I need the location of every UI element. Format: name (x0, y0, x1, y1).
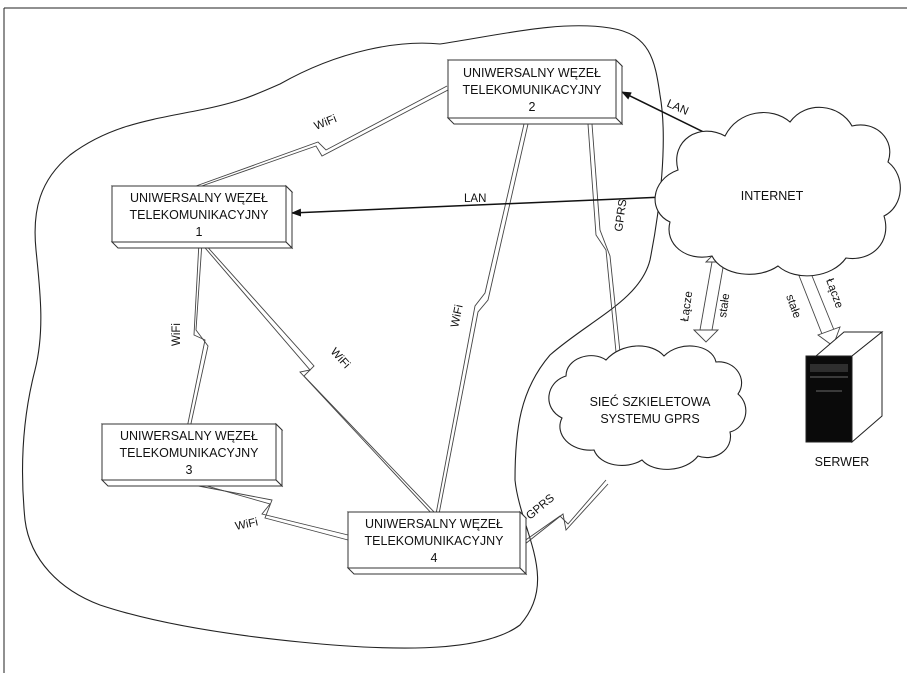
node-2-box (446, 58, 624, 126)
wifi-link-1-2 (195, 85, 449, 189)
lan-label-1: LAN (464, 193, 486, 205)
server-icon (805, 330, 884, 444)
node-1-number: 1 (196, 225, 203, 239)
gprs-backbone-line2: SYSTEMU GPRS (600, 412, 699, 426)
leased-line-label-1a: Łącze (679, 290, 695, 322)
node-4-box (346, 510, 528, 576)
node-2-line1: UNIWERSALNY WĘZEŁ (463, 66, 601, 80)
node-3-number: 3 (186, 463, 193, 477)
internet-label: INTERNET (741, 189, 804, 203)
gprs-label-2: GPRS (613, 198, 629, 232)
node-4-line1: UNIWERSALNY WĘZEŁ (365, 517, 503, 531)
wifi-label-2-4: WiFi (449, 304, 466, 329)
node-1-line2: TELEKOMUNIKACYJNY (130, 208, 270, 222)
gprs-label-4: GPRS (524, 492, 557, 522)
node-1-box (110, 184, 294, 250)
node-3-line1: UNIWERSALNY WĘZEŁ (120, 429, 258, 443)
wifi-label-1-2: WiFi (313, 113, 339, 133)
wifi-link-1-3 (186, 241, 209, 429)
node-3-line2: TELEKOMUNIKACYJNY (120, 446, 260, 460)
wifi-link-3-4 (185, 479, 349, 541)
node-3-box (100, 422, 284, 488)
wifi-label-3-4: WiFi (234, 516, 259, 533)
gprs-backbone-cloud (548, 345, 747, 470)
node-4-number: 4 (431, 551, 438, 565)
leased-line-label-2a: Łącze (823, 277, 845, 310)
lan-link-1-internet (291, 193, 665, 217)
gprs-backbone-line1: SIEĆ SZKIELETOWA (590, 394, 712, 409)
gprs-link-4-backbone (519, 479, 609, 549)
node-2-number: 2 (529, 100, 536, 114)
network-boundary (21, 25, 664, 649)
wifi-link-1-4 (199, 241, 437, 517)
wifi-label-1-4: WiFi (328, 346, 352, 371)
wifi-label-1-3: WiFi (171, 323, 183, 346)
internet-cloud (654, 106, 901, 277)
node-1-line1: UNIWERSALNY WĘZEŁ (130, 191, 268, 205)
leased-line-label-2b: stałe (783, 293, 803, 320)
node-2-line2: TELEKOMUNIKACYJNY (463, 83, 603, 97)
server-label: SERWER (815, 455, 870, 469)
gprs-link-2-backbone (587, 123, 621, 353)
leased-line-label-1b: stałe (717, 293, 732, 319)
node-4-line2: TELEKOMUNIKACYJNY (365, 534, 505, 548)
